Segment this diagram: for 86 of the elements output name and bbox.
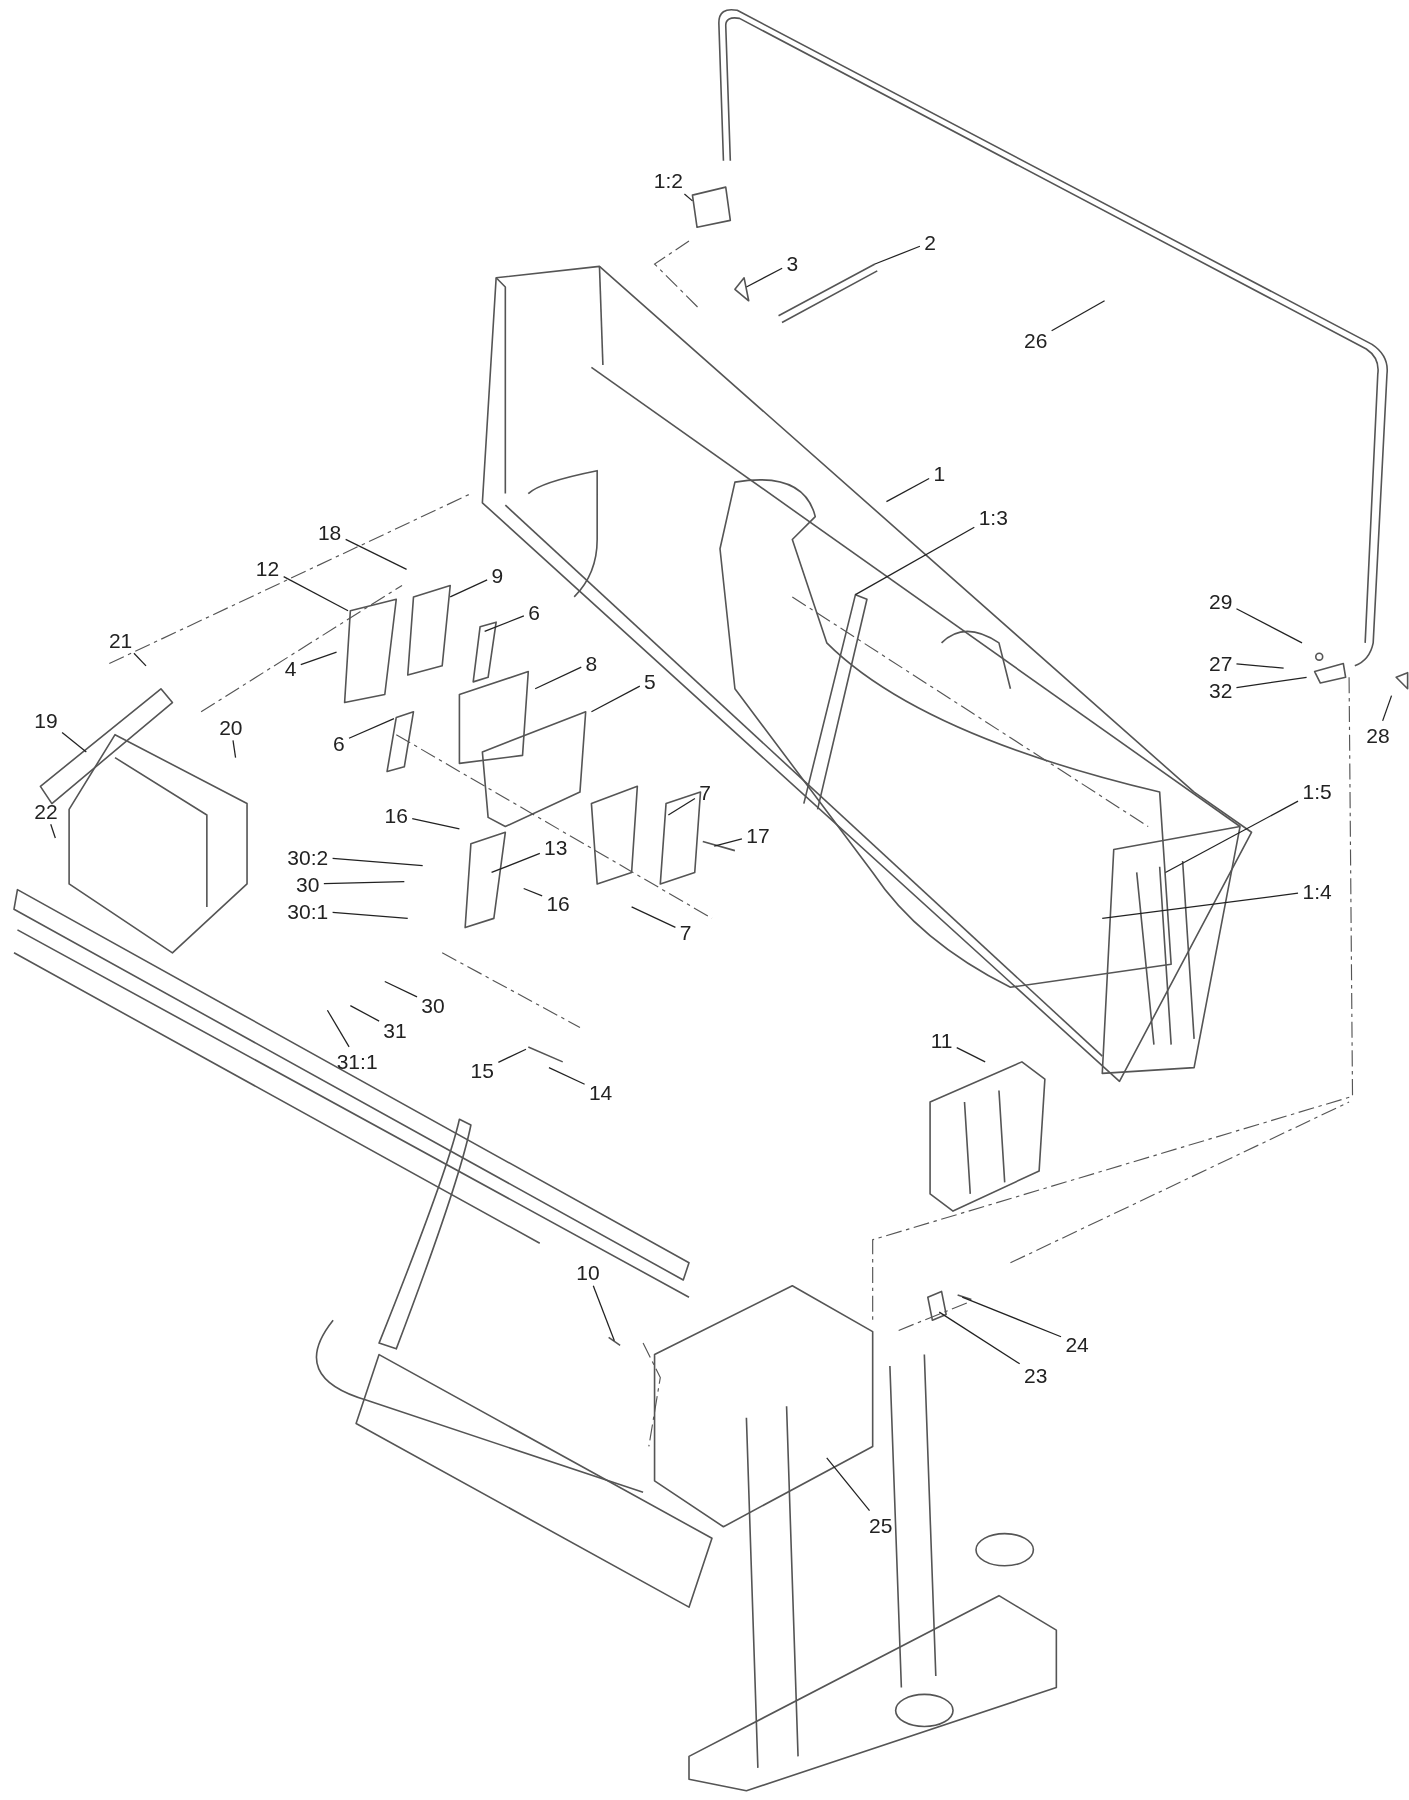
leader-line xyxy=(348,718,395,739)
callout-number: 30 xyxy=(294,872,322,896)
callout-number: 6 xyxy=(526,600,542,624)
callout-number: 17 xyxy=(744,823,772,847)
leader-line xyxy=(1051,300,1106,332)
leader-line xyxy=(961,1296,1062,1338)
leader-line xyxy=(1164,800,1299,874)
callout-number: 19 xyxy=(32,708,60,732)
callout-number: 22 xyxy=(32,799,60,823)
leader-line xyxy=(523,887,543,897)
leader-line xyxy=(667,797,696,816)
callout-number: 23 xyxy=(1022,1363,1050,1387)
leader-line xyxy=(590,685,641,713)
leader-line xyxy=(345,538,408,570)
callout-number: 14 xyxy=(586,1080,615,1104)
leader-line xyxy=(490,852,541,874)
leader-line xyxy=(713,838,743,847)
leader-line xyxy=(323,881,405,885)
leader-line xyxy=(1235,608,1303,644)
leader-line xyxy=(300,651,338,666)
callout-number: 1:3 xyxy=(976,505,1010,529)
leader-line xyxy=(1235,676,1308,689)
leader-line xyxy=(1101,892,1299,919)
callout-number: 30:2 xyxy=(285,845,331,869)
callout-number: 4 xyxy=(282,656,299,680)
leader-line xyxy=(938,1311,1021,1365)
leader-line xyxy=(283,576,349,612)
callout-number: 31 xyxy=(381,1018,409,1042)
leader-line xyxy=(331,857,424,867)
callout-number: 28 xyxy=(1364,723,1392,747)
callout-number: 32 xyxy=(1207,678,1235,702)
callout-number: 20 xyxy=(217,715,245,739)
callout-number: 7 xyxy=(677,920,694,944)
callout-number: 27 xyxy=(1207,651,1235,675)
callout-number: 6 xyxy=(330,731,347,755)
leader-line xyxy=(384,980,418,998)
leader-line xyxy=(1235,663,1285,669)
callout-number: 5 xyxy=(642,669,658,693)
callout-number: 8 xyxy=(583,651,600,675)
callout-number: 2 xyxy=(922,230,938,254)
callout-number: 12 xyxy=(253,556,282,580)
leader-line xyxy=(133,652,147,667)
leader-line xyxy=(683,193,694,202)
callout-number: 7 xyxy=(697,780,713,804)
callout-number: 24 xyxy=(1063,1332,1091,1356)
callout-number: 30 xyxy=(419,993,447,1017)
callout-number: 1 xyxy=(931,461,948,485)
callout-number: 15 xyxy=(468,1058,496,1082)
callout-number: 30:1 xyxy=(285,899,331,923)
leader-line xyxy=(50,823,56,839)
leader-line xyxy=(331,911,409,919)
callout-number: 10 xyxy=(574,1260,602,1284)
leader-line xyxy=(874,245,921,265)
callout-number: 13 xyxy=(542,835,570,859)
callout-number: 1:4 xyxy=(1300,879,1334,903)
leader-line xyxy=(61,731,87,753)
leader-line xyxy=(592,1285,615,1342)
callout-number: 21 xyxy=(106,628,135,652)
callout-number: 9 xyxy=(489,563,506,587)
callout-number: 1:2 xyxy=(651,168,685,192)
callout-number: 11 xyxy=(928,1028,955,1052)
callout-number: 16 xyxy=(382,803,410,827)
callout-number: 16 xyxy=(544,891,572,915)
leader-line xyxy=(854,526,975,596)
leader-line xyxy=(885,477,930,503)
leader-line xyxy=(826,1457,871,1512)
callout-number: 25 xyxy=(867,1513,895,1537)
leader-line xyxy=(497,1048,527,1063)
leader-line xyxy=(484,615,525,632)
leader-line xyxy=(534,666,582,690)
leader-line xyxy=(411,817,461,830)
leader-line xyxy=(232,739,237,759)
leader-line xyxy=(956,1047,986,1063)
leader-line xyxy=(326,1009,350,1048)
callout-number: 18 xyxy=(315,520,344,544)
callout-number: 26 xyxy=(1022,328,1050,352)
callout-number: 1:5 xyxy=(1300,779,1334,803)
callout-number: 31:1 xyxy=(334,1049,380,1073)
leader-line xyxy=(1382,695,1393,722)
leader-line xyxy=(630,906,677,928)
leader-line xyxy=(449,579,488,598)
callout-number: 3 xyxy=(784,251,801,275)
leader-line xyxy=(745,267,783,288)
leader-line xyxy=(548,1066,586,1085)
leader-line xyxy=(349,1005,380,1022)
callout-number: 29 xyxy=(1207,589,1235,613)
